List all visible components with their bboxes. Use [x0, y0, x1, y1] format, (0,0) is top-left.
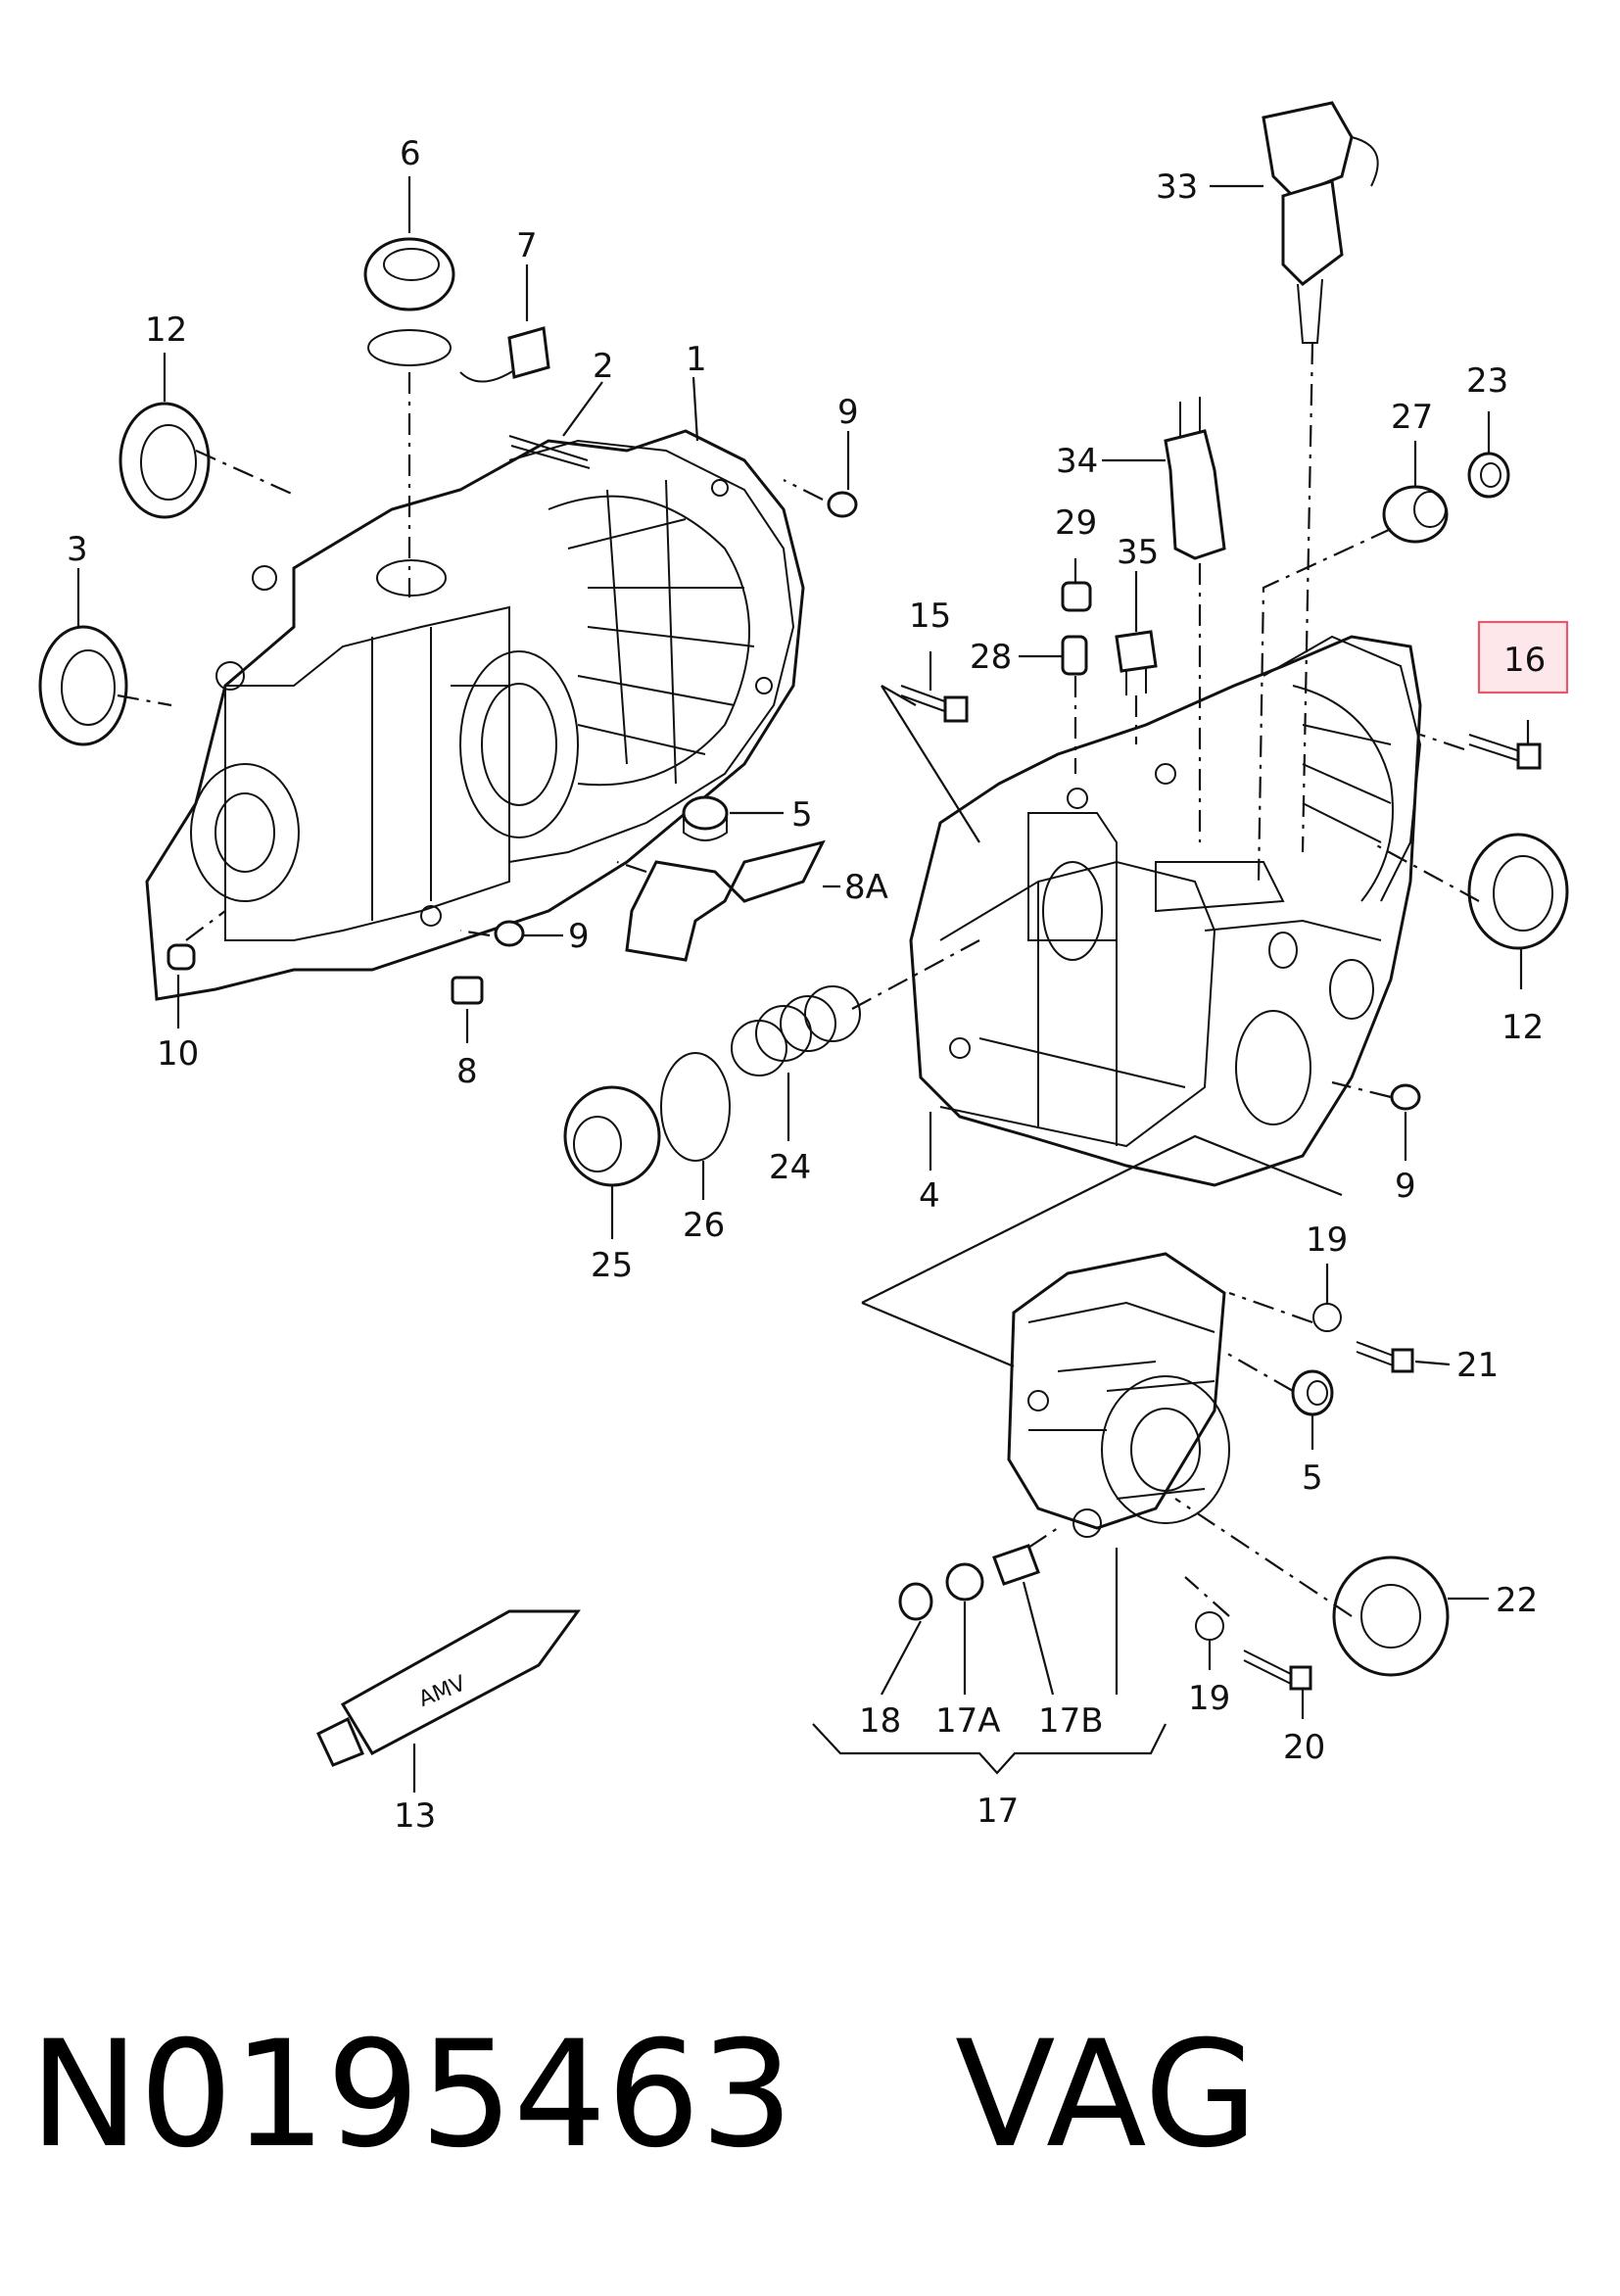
label-4: 4: [919, 1176, 940, 1216]
label-8a: 8A: [844, 868, 888, 907]
label-17a: 17A: [935, 1701, 1001, 1741]
label-35: 35: [1117, 533, 1159, 572]
label-19-top: 19: [1306, 1220, 1348, 1260]
cover-cap-part-22: [1332, 1555, 1450, 1677]
label-6: 6: [400, 134, 421, 173]
key-part-8: [451, 976, 484, 1005]
assembly-guide-lines: [117, 342, 1480, 1617]
label-21: 21: [1456, 1346, 1499, 1385]
sensor-part-34: [1164, 397, 1226, 560]
label-5-right: 5: [1302, 1459, 1323, 1498]
label-3: 3: [67, 530, 88, 569]
label-28: 28: [970, 638, 1012, 677]
washer-part-19-top: [1312, 1303, 1342, 1332]
plug-part-7: [459, 326, 550, 383]
cap-part-29: [1061, 581, 1092, 612]
label-9-left: 9: [568, 917, 590, 956]
label-33: 33: [1156, 167, 1198, 207]
seal-ring-part-12-left: [119, 402, 211, 519]
bolt-part-21: [1356, 1341, 1414, 1373]
seal-ring-part-12-right: [1467, 833, 1569, 950]
label-17: 17: [977, 1792, 1019, 1831]
label-7: 7: [516, 226, 538, 265]
label-18: 18: [859, 1701, 901, 1741]
label-20: 20: [1283, 1728, 1325, 1767]
bolt-part-20: [1243, 1650, 1312, 1691]
pin-part-28: [1061, 635, 1088, 676]
nut-part-18: [898, 1582, 933, 1621]
label-22: 22: [1496, 1581, 1538, 1620]
label-24: 24: [769, 1148, 811, 1187]
brand-text: VAG: [955, 2010, 1258, 2180]
callout-leaders: [76, 176, 1530, 1793]
sensor-part-33: [1262, 101, 1379, 344]
cap-part-25: [563, 1085, 661, 1187]
label-16: 16: [1503, 641, 1546, 680]
label-19-bottom: 19: [1188, 1679, 1230, 1718]
sealant-tube-part-13: AMV: [316, 1609, 581, 1767]
cap-part-5-left: [682, 795, 729, 841]
bushing-part-27: [1382, 485, 1449, 544]
pin-part-10: [167, 943, 196, 971]
clutch-housing-part-1: [145, 429, 805, 1001]
bushing-part-9-top: [827, 491, 858, 518]
label-5-left: 5: [791, 795, 813, 835]
label-9-right: 9: [1395, 1167, 1416, 1206]
label-10: 10: [157, 1034, 199, 1074]
flange-part-6: [363, 237, 455, 366]
label-9-top: 9: [837, 393, 859, 432]
label-29: 29: [1055, 503, 1097, 543]
label-13: 13: [394, 1796, 436, 1836]
label-2: 2: [593, 347, 614, 386]
callout-labels: 6 7 2 1 9 12 3 5 8A 9 10 8 24 26 25 4 9 …: [67, 134, 1546, 1836]
nut-part-23: [1467, 452, 1510, 499]
plug-part-35: [1115, 630, 1158, 695]
washer-part-19-bottom: [1195, 1611, 1224, 1641]
label-1: 1: [686, 340, 707, 379]
label-15: 15: [909, 597, 951, 636]
label-8: 8: [456, 1052, 478, 1091]
bolt-part-16: [1468, 734, 1542, 770]
bolt-part-15: [900, 685, 969, 723]
label-34: 34: [1056, 442, 1098, 481]
label-25: 25: [591, 1246, 633, 1285]
label-23: 23: [1466, 361, 1508, 401]
spring-part-24: [731, 985, 861, 1076]
label-12-left: 12: [145, 311, 187, 350]
part-number-text: N0195463: [29, 2010, 793, 2180]
stud-part-2: [508, 435, 591, 469]
label-17b: 17B: [1038, 1701, 1104, 1741]
bushing-part-9-left: [494, 920, 525, 947]
label-27: 27: [1391, 398, 1433, 437]
gearbox-housing-part-4: [909, 635, 1422, 1187]
bushing-part-9-right: [1390, 1083, 1421, 1111]
seal-ring-part-3: [38, 625, 128, 746]
label-12-right: 12: [1501, 1008, 1544, 1047]
bushing-part-17b: [992, 1544, 1040, 1586]
gasket-part-26: [660, 1052, 731, 1162]
bracket-part-8a: [625, 839, 826, 962]
cover-housing-part-17: [1007, 1252, 1230, 1538]
cap-part-5-right: [1291, 1369, 1334, 1416]
highlight-box-part-16: [1477, 620, 1569, 694]
label-26: 26: [683, 1206, 725, 1245]
bushing-part-17a: [945, 1562, 984, 1602]
